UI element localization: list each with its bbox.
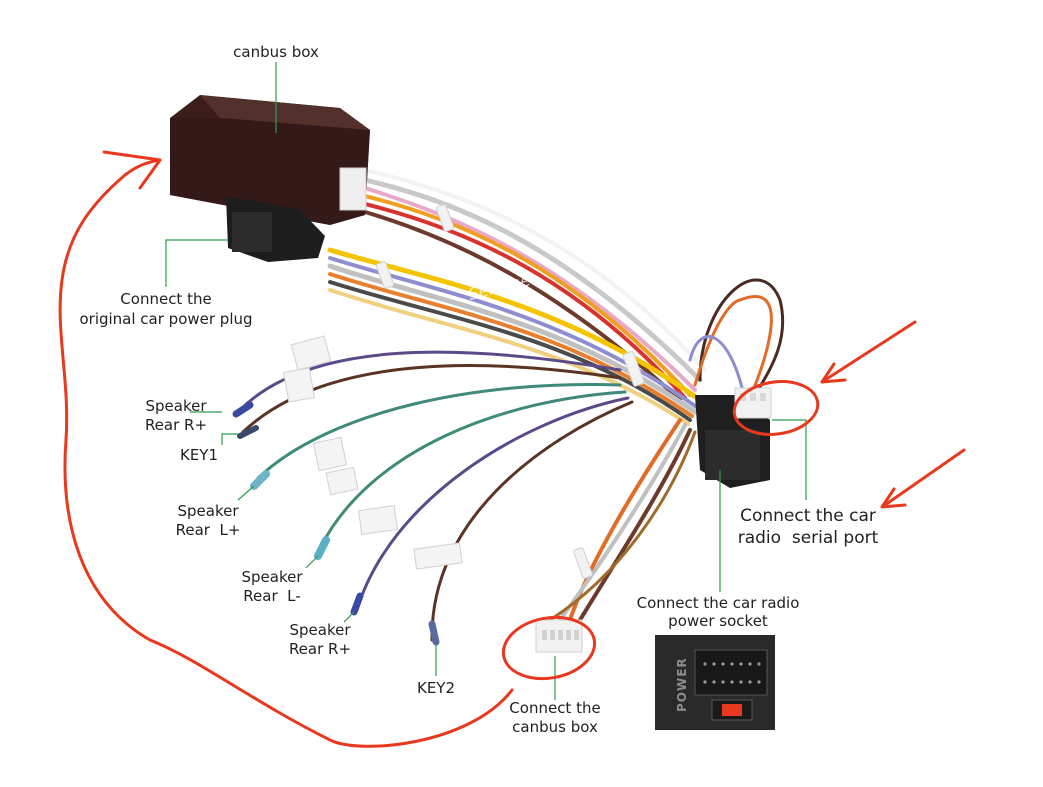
labels: canbus box Connect the original car powe…: [79, 43, 878, 736]
label-speaker-rear-l-minus-line2: Rear L-: [243, 587, 300, 605]
socket-label: POWER: [675, 657, 689, 712]
canbus-box-plug: [535, 619, 583, 653]
serial-port-highlight: [732, 380, 820, 436]
red-annotations: [58, 150, 966, 748]
red-arrow-bottom: [880, 448, 966, 509]
wire-tags: [283, 335, 463, 570]
canbus-box: [170, 95, 370, 262]
canbus-plug-highlight: [501, 615, 597, 681]
label-power-socket-line1: Connect the car radio: [637, 594, 800, 612]
label-speaker-rear-l-minus-line1: Speaker: [241, 568, 303, 586]
label-speaker-rear-l-plus-line1: Speaker: [177, 502, 239, 520]
cable-ties: [375, 204, 645, 579]
wire-end-caps: [232, 401, 440, 646]
wire-bundle: [238, 168, 785, 642]
label-speaker-rear-r-plus-top-line1: Speaker: [145, 397, 207, 415]
red-loop-arrowhead: [102, 150, 162, 190]
label-key1: KEY1: [180, 446, 218, 464]
leader-lines: [165, 62, 807, 700]
label-serial-port-line2: radio serial port: [738, 528, 879, 548]
label-speaker-rear-r-plus-top-line2: Rear R+: [145, 416, 207, 434]
label-canbus-connect-line2: canbus box: [512, 718, 598, 736]
label-canbus-connect-line1: Connect the: [509, 699, 600, 717]
power-harness-connector: [695, 387, 772, 488]
label-canbus-box: canbus box: [233, 43, 319, 61]
label-speaker-rear-l-plus-line2: Rear L+: [176, 521, 241, 539]
red-arrow-top: [820, 320, 917, 384]
label-speaker-rear-r-plus-bottom-line1: Speaker: [289, 621, 351, 639]
red-loop-arrow: [58, 158, 514, 748]
label-original-power-line1: Connect the: [120, 290, 211, 308]
power-socket-photo: POWER: [655, 635, 775, 730]
label-power-socket-line2: power socket: [668, 612, 768, 630]
label-key2: KEY2: [417, 679, 455, 697]
label-speaker-rear-r-plus-bottom-line2: Rear R+: [289, 640, 351, 658]
label-serial-port-line1: Connect the car: [740, 506, 876, 526]
label-original-power-line2: original car power plug: [79, 310, 252, 328]
